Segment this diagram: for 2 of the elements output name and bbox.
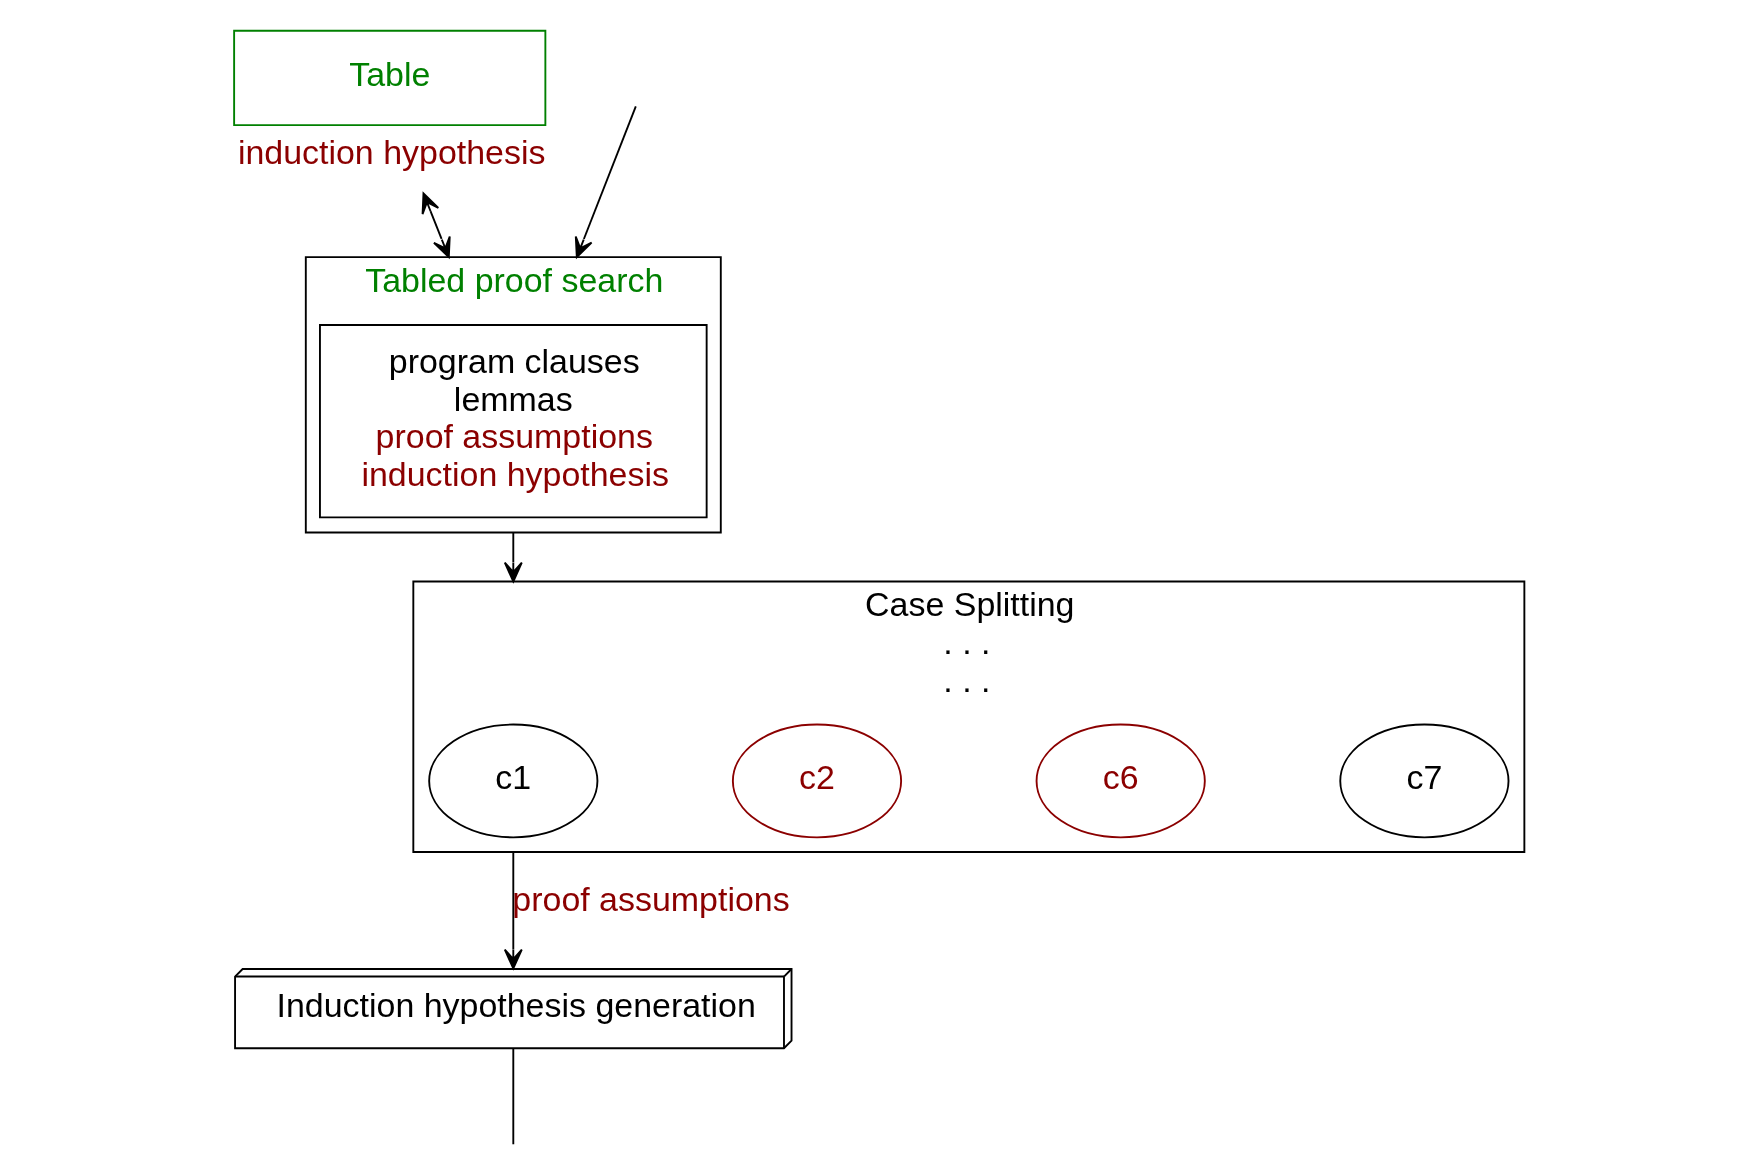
node-label: induction hypothesis (237, 132, 545, 171)
edge-label: proof assumptions (511, 880, 790, 919)
